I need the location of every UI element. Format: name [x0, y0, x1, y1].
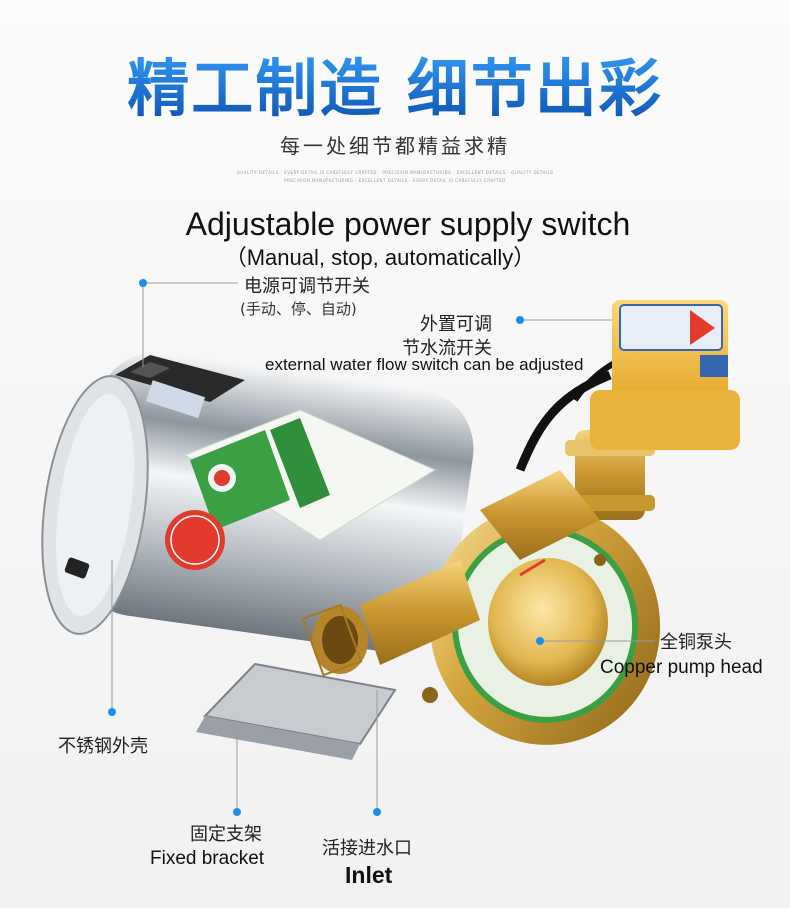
fine-print-line-1: QUALITY DETAILS · EVERY DETAIL IS CAREFU…	[236, 170, 554, 175]
inlet-label-en: Inlet	[345, 862, 393, 888]
flow-switch	[590, 300, 740, 450]
callout-dot-power-switch	[139, 279, 147, 287]
callout-dot-inlet	[373, 808, 381, 816]
flow-switch-label-cn-2: 节水流开关	[402, 338, 492, 359]
flow-switch-label-cn-1: 外置可调	[420, 314, 492, 335]
power-switch-label-cn: 电源可调节开关	[244, 276, 370, 297]
inlet-pipe	[301, 560, 480, 677]
callout-dot-shell	[108, 708, 116, 716]
page-subheading: 每一处细节都精益求精	[280, 134, 510, 158]
inlet-label-cn: 活接进水口	[322, 838, 412, 859]
power-switch-sublabel-cn: (手动、停、自动)	[240, 300, 357, 318]
feature-title: Adjustable power supply switch	[185, 206, 631, 242]
callout-dot-pump-head	[536, 637, 544, 645]
callout-dot-flow-switch	[516, 316, 524, 324]
bracket-label-cn: 固定支架	[190, 824, 262, 845]
switch-box	[115, 355, 245, 419]
fine-print-line-2: PRECISION MANUFACTURING · EXCELLENT DETA…	[284, 178, 506, 183]
leader-lines	[111, 282, 655, 812]
pump-head-label-cn: 全铜泵头	[660, 632, 732, 653]
shell-label-cn: 不锈钢外壳	[58, 736, 148, 757]
page-headline: 精工制造 细节出彩	[0, 38, 790, 128]
callout-dot-bracket	[233, 808, 241, 816]
flow-switch-label-en: external water flow switch can be adjust…	[265, 355, 584, 374]
bracket-label-en: Fixed bracket	[150, 848, 265, 869]
feature-subtitle: （Manual, stop, automatically）	[224, 245, 536, 270]
pump-head-label-en: Copper pump head	[600, 657, 763, 678]
product-label	[183, 409, 437, 541]
copper-motor-badge	[165, 510, 225, 570]
